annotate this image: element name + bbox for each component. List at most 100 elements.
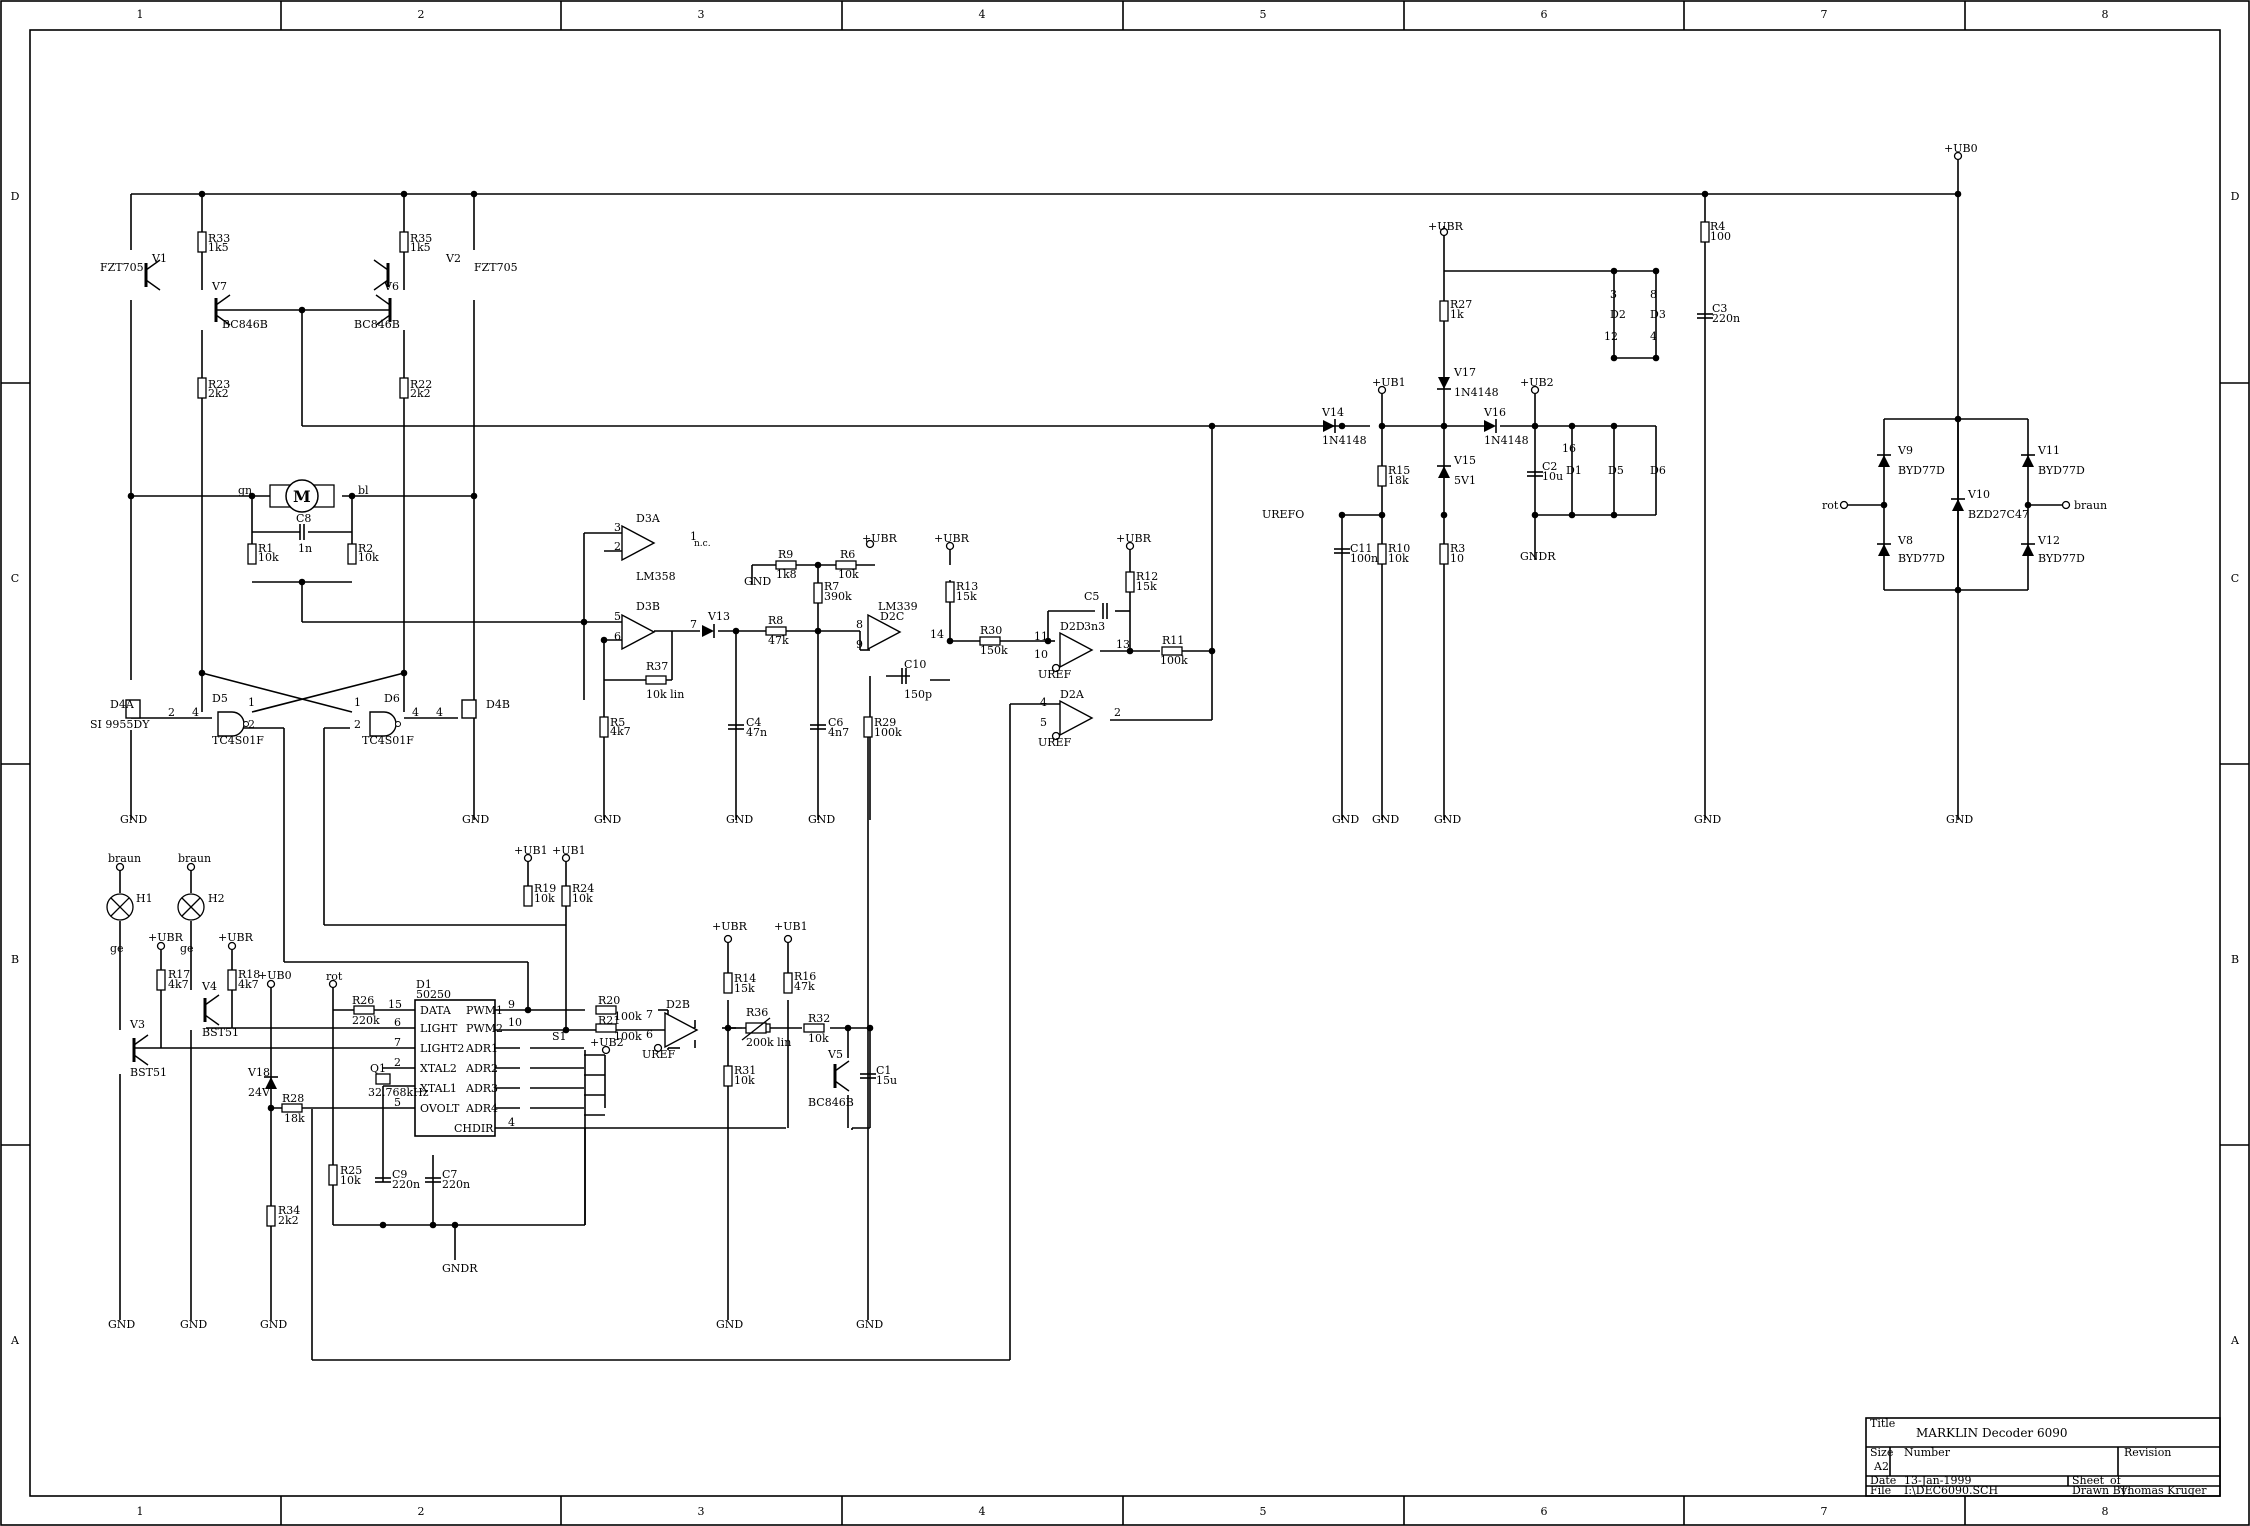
part-label: UREFO (1262, 508, 1304, 521)
pin-label: ADR1 (465, 1042, 498, 1055)
part-label: V9 (1897, 444, 1913, 457)
pin-label: CHDIR (454, 1122, 494, 1135)
part-label: R33 (208, 232, 230, 245)
pin-number: 11 (1034, 630, 1048, 643)
part-label: R7 (824, 580, 839, 593)
part-label: D6 (1650, 464, 1666, 477)
part-label: D1 (416, 978, 432, 991)
part-label: D1 (1566, 464, 1582, 477)
part-label: V10 (1967, 488, 1990, 501)
part-label: V4 (201, 980, 217, 993)
pin-number: 13 (1116, 638, 1130, 651)
part-label: V6 (383, 280, 399, 293)
col-label: 1 (137, 8, 144, 21)
col-label: 5 (1260, 8, 1267, 21)
part-label: 100n (1350, 552, 1378, 565)
part-label: bl (358, 484, 369, 497)
power-label: +UBR (218, 931, 254, 944)
pin-number: 4 (436, 706, 443, 719)
pin-label: LIGHT2 (420, 1042, 464, 1055)
part-label: 50250 (416, 988, 451, 1001)
part-label: R19 (534, 882, 556, 895)
part-label: 10k (734, 1074, 755, 1087)
part-label: 100k (874, 726, 902, 739)
gnd-label: GND (594, 813, 621, 826)
part-label: V3 (129, 1018, 145, 1031)
power-label: +UBR (934, 532, 970, 545)
part-label: 1k5 (208, 241, 229, 254)
part-label: R15 (1388, 464, 1410, 477)
part-label: R29 (874, 716, 896, 729)
part-label: 18k (1388, 474, 1409, 487)
pin-label: ADR3 (465, 1082, 498, 1095)
part-label: R11 (1162, 634, 1184, 647)
part-label: C7 (442, 1168, 457, 1181)
part-label: FZT705 (100, 261, 144, 274)
pin-number: 4 (412, 706, 419, 719)
part-label: 10u (1542, 470, 1563, 483)
number-label: Number (1904, 1446, 1951, 1459)
col-label: 4 (979, 1505, 986, 1518)
part-label: R31 (734, 1064, 756, 1077)
gnd-label: GND (1946, 813, 1973, 826)
pin-number: 7 (690, 618, 697, 631)
part-label: R22 (410, 378, 432, 391)
col-label: 8 (2102, 8, 2109, 21)
row-label: C (11, 572, 19, 585)
col-label: 8 (2102, 1505, 2109, 1518)
gnd-label: GND (1434, 813, 1461, 826)
pin-number: 15 (388, 998, 402, 1011)
gnd-label: GND (1332, 813, 1359, 826)
power-label: +UB1 (552, 844, 586, 857)
pin-number: 8 (856, 618, 863, 631)
part-label: rot (326, 970, 343, 983)
part-label: C11 (1350, 542, 1372, 555)
file-label: File (1870, 1484, 1891, 1497)
component-labels: V1 FZT705 V2 FZT705 R33 1k5 R35 1k5 V7 B… (90, 142, 2107, 1331)
part-label: 100 (1710, 230, 1731, 243)
part-label: 4k7 (238, 978, 259, 991)
part-label: 220n (1712, 312, 1740, 325)
row-label: D (11, 190, 20, 203)
sheet-of-label: of (2110, 1474, 2122, 1487)
pin-number: 4 (1650, 330, 1657, 343)
gnd-label: GND (108, 1318, 135, 1331)
gnd-label: GND (808, 813, 835, 826)
part-label: 3n3 (1084, 620, 1105, 633)
part-label: V8 (1897, 534, 1913, 547)
col-label: 7 (1821, 8, 1828, 21)
row-label: A (2230, 1334, 2240, 1347)
row-label: D (2231, 190, 2240, 203)
pin-number: 3 (1610, 288, 1617, 301)
pin-label: PWM1 (466, 1004, 503, 1017)
part-label: 2k2 (208, 387, 229, 400)
gnd-label: GND (1694, 813, 1721, 826)
pin-number: 9 (508, 998, 515, 1011)
part-label: 10k (340, 1174, 361, 1187)
part-label: R6 (840, 548, 855, 561)
part-label: 200k lin (746, 1036, 791, 1049)
part-label: TC4S01F (212, 734, 264, 747)
part-label: R2 (358, 542, 373, 555)
pin-number: 2 (1114, 706, 1121, 719)
part-label: UREF (642, 1048, 676, 1061)
gnd-label: GND (856, 1318, 883, 1331)
pin-label: ADR4 (465, 1102, 498, 1115)
power-label: +UBR (148, 931, 184, 944)
part-label: 15k (734, 982, 755, 995)
drawn-by-value: Thomas Kruger (2120, 1484, 2207, 1497)
part-label: R21 (598, 1014, 620, 1027)
part-label: 10k (1388, 552, 1409, 565)
part-label: R28 (282, 1092, 304, 1105)
gnd-label: GNDR (442, 1262, 478, 1275)
part-label: R32 (808, 1012, 830, 1025)
part-label: C3 (1712, 302, 1727, 315)
part-label: D5 (212, 692, 228, 705)
date-label: Date (1870, 1474, 1896, 1487)
part-label: rot (1822, 499, 1839, 512)
pin-number: 2 (248, 718, 255, 731)
part-label: 47n (746, 726, 767, 739)
pin-number: 2 (354, 718, 361, 731)
part-label: V18 (247, 1066, 270, 1079)
